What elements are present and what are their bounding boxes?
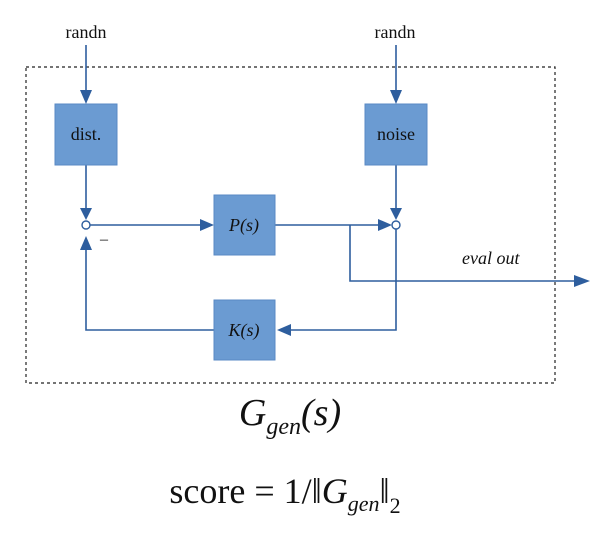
controller-block-label: K(s) [228,320,260,341]
dist-block: dist. [54,103,118,166]
arrow-into-plant [200,219,214,231]
left-input-label: randn [66,22,107,42]
score-formula-prefix: score = 1/‖ [169,471,321,511]
signal-wires [85,45,574,331]
score-formula-symbol: G [322,471,348,511]
score-formula-suffix: ‖ [380,471,390,511]
arrowheads [80,90,590,336]
arrow-into-summer-left [80,208,92,220]
plant-block: P(s) [213,194,276,256]
noise-block-label: noise [377,124,415,144]
feedback-sign: – [99,231,109,248]
score-formula-norm-subscript: 2 [390,493,401,518]
summing-junction-right [391,220,401,230]
arrow-into-controller [277,324,291,336]
system-boundary [25,66,556,384]
eval-out-label: eval out [462,248,520,268]
arrow-into-summer-right-top [390,208,402,220]
right-input-label: randn [375,22,416,42]
noise-block: noise [364,103,428,166]
arrow-eval-out [574,275,590,287]
arrow-into-summer-right [378,219,392,231]
dist-block-label: dist. [71,124,102,144]
system-label-suffix: (s) [301,392,341,434]
system-label-subscript: gen [266,414,301,440]
arrow-into-summer-left-bottom [80,236,92,250]
arrow-into-dist [80,90,92,104]
plant-block-label: P(s) [228,215,259,236]
score-formula-subscript: gen [348,491,380,516]
controller-block: K(s) [213,299,276,361]
arrow-into-noise [390,90,402,104]
system-label: Ggen(s) [239,392,341,440]
system-label-base: G [239,392,266,434]
score-formula: score = 1/‖Ggen‖2 [169,471,400,518]
summing-junction-left [81,220,91,230]
